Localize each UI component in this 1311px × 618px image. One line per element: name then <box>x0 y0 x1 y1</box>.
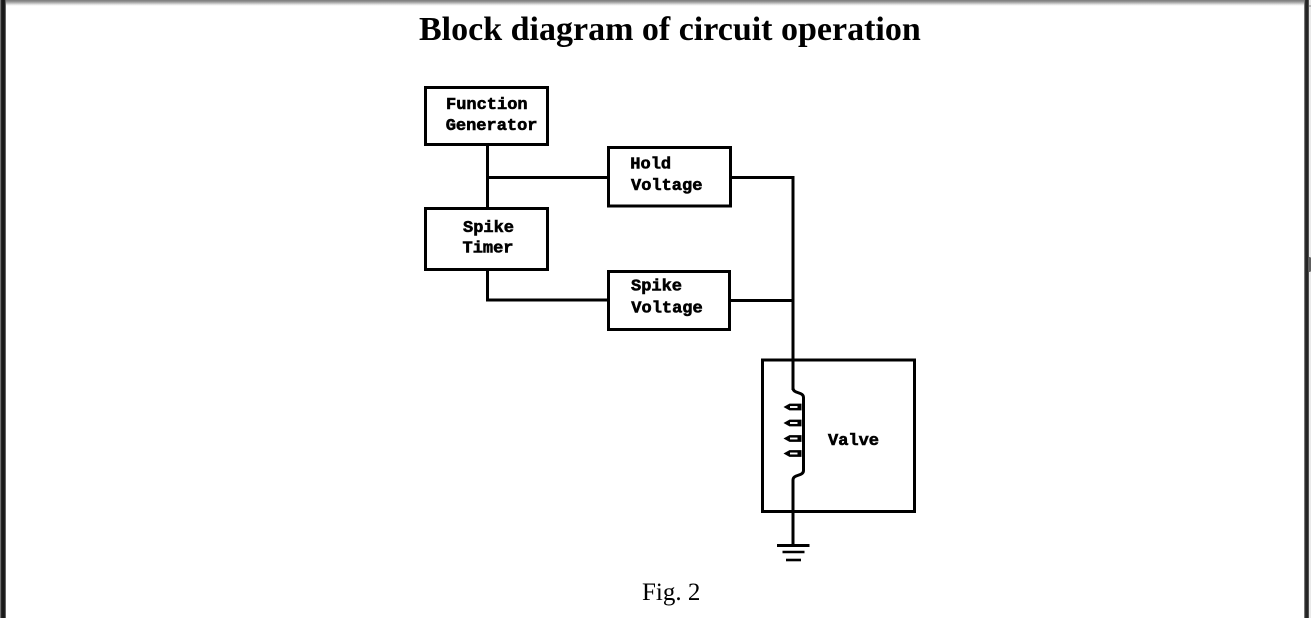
svg-text:Timer: Timer <box>463 240 514 259</box>
svg-text:Voltage: Voltage <box>631 300 702 319</box>
svg-text:Block diagram of circuit opera: Block diagram of circuit operation <box>419 11 921 48</box>
svg-text:Spike: Spike <box>463 219 514 238</box>
svg-text:Valve: Valve <box>828 432 879 451</box>
svg-text:Hold: Hold <box>630 156 671 175</box>
svg-text:Voltage: Voltage <box>631 177 702 196</box>
svg-text:Generator: Generator <box>446 117 538 136</box>
svg-text:Spike: Spike <box>631 278 682 297</box>
svg-text:Fig. 2: Fig. 2 <box>642 579 700 606</box>
svg-text:Function: Function <box>446 96 528 115</box>
